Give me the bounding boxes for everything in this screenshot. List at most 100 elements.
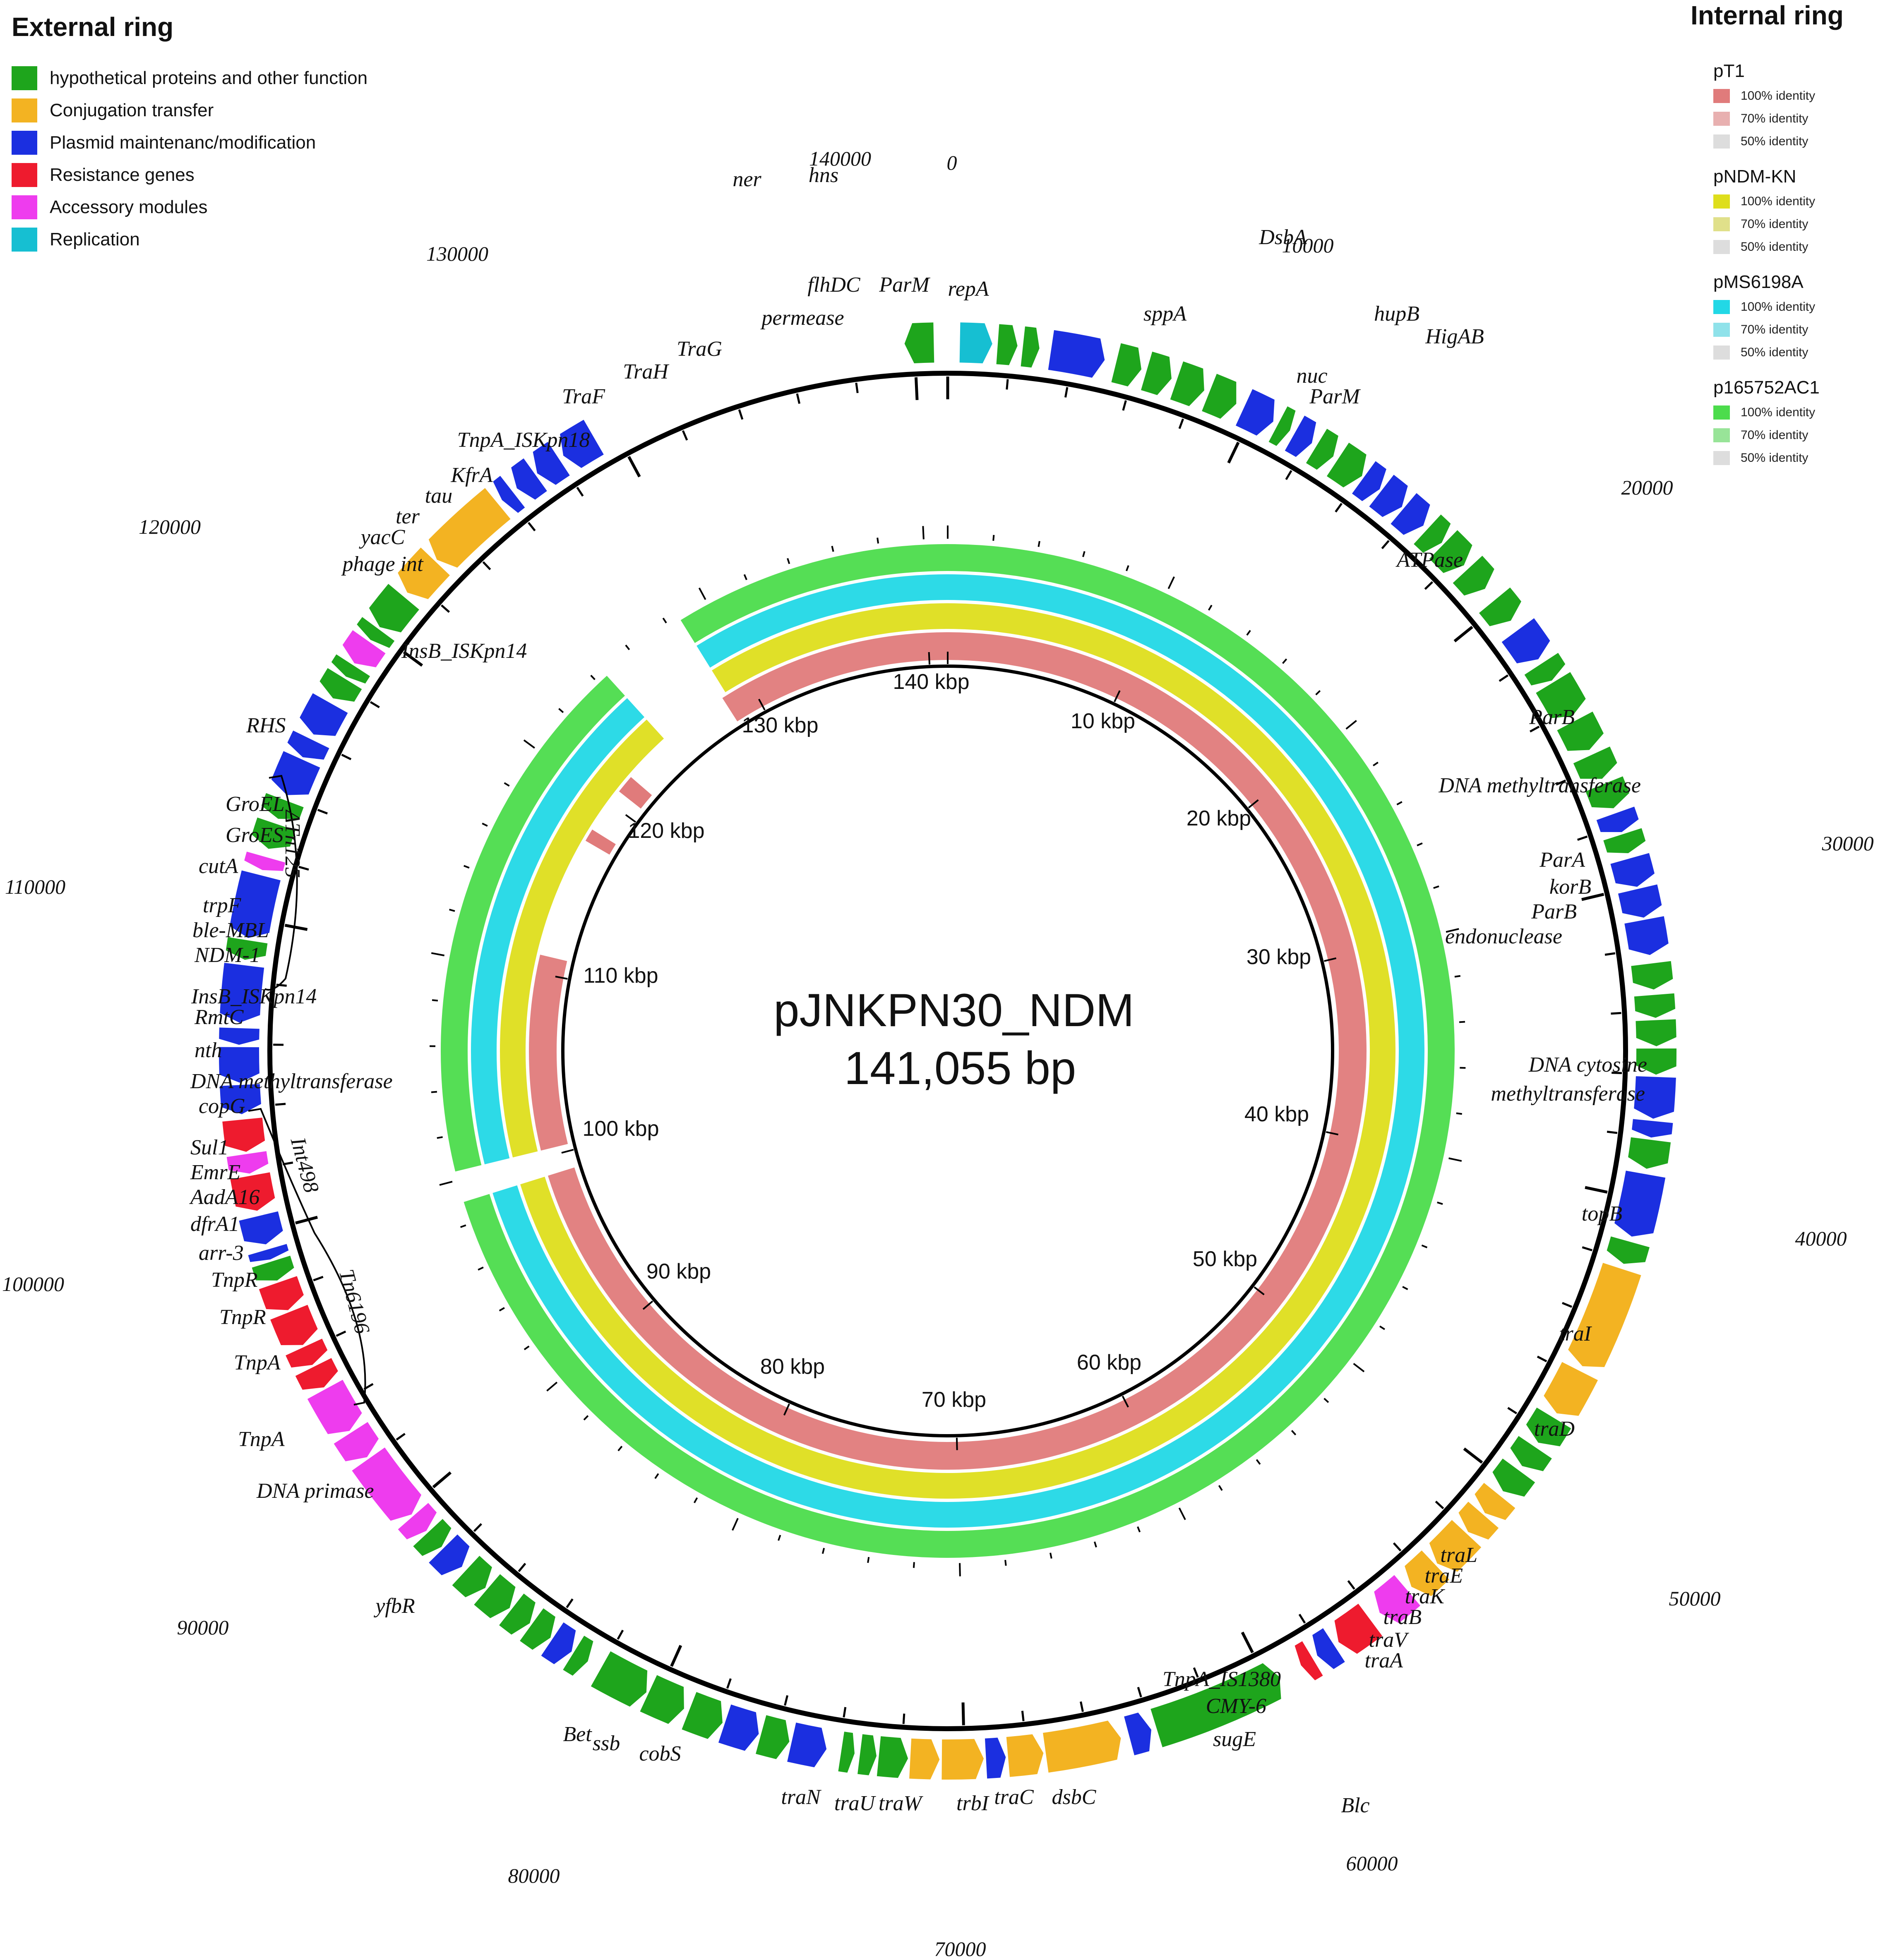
inner-tick (783, 1403, 790, 1416)
gene-arrow-maint (511, 458, 547, 500)
gene-label: TraH (623, 360, 669, 384)
gene-label: TnpA (234, 1351, 281, 1375)
backbone-tick (441, 604, 450, 613)
gene-arrow-maint (1285, 415, 1316, 457)
identity-fragment-pT1 (585, 829, 616, 855)
backbone-tick (1393, 1542, 1402, 1552)
gene-arrow-maint (560, 420, 604, 468)
backbone-tick (1435, 1500, 1444, 1509)
kbp-label: 50 kbp (1193, 1247, 1257, 1271)
position-label: 70000 (934, 1937, 986, 1960)
identity-tick (504, 782, 510, 787)
identity-tick (1396, 801, 1403, 806)
legend-swatch (1713, 322, 1730, 337)
inner-tick (561, 1149, 574, 1154)
identity-tick (1004, 1559, 1007, 1566)
gene-label: TnpA_ISKpn18 (457, 428, 590, 452)
position-label: 130000 (426, 242, 488, 265)
gene-arrow-maint (718, 1704, 759, 1751)
gene-label: traU (834, 1792, 877, 1815)
identity-tick (1345, 720, 1357, 730)
identity-tick (1373, 761, 1379, 767)
gene-arrow-maint (533, 441, 570, 485)
backbone-tick (1581, 892, 1604, 901)
gene-label: TnpA_IS1380 (1162, 1667, 1281, 1691)
legend-group-name: pMS6198A (1713, 272, 1804, 292)
position-label: 120000 (139, 515, 201, 538)
legend-group-name: p165752AC1 (1713, 377, 1820, 398)
gene-arrow-maint (1391, 493, 1430, 535)
backbone-tick (317, 808, 328, 815)
identity-ring-pT1 (529, 955, 568, 1151)
legend-label: 70% identity (1741, 217, 1809, 231)
identity-tick (1038, 541, 1040, 547)
backbone-tick (336, 1330, 346, 1337)
backbone-tick (275, 1103, 286, 1106)
backbone-tick (1499, 674, 1509, 682)
gene-arrow-maint (1369, 475, 1408, 517)
backbone-tick (1137, 1687, 1142, 1698)
gene-arrow-acc (334, 1422, 379, 1461)
backbone-tick (1227, 441, 1240, 464)
gene-arrow-hyp (1170, 361, 1204, 406)
gene-arrow-maint (1596, 806, 1639, 832)
backbone-tick (1241, 1631, 1254, 1653)
backbone-tick (1193, 1667, 1199, 1678)
backbone-tick (1335, 503, 1343, 513)
kbp-label: 20 kbp (1186, 806, 1251, 830)
legend-label: 100% identity (1741, 194, 1816, 208)
position-label: 40000 (1795, 1227, 1847, 1250)
gene-label: RHS (246, 714, 286, 737)
gene-arrow-maint (1624, 916, 1669, 955)
gene-label: ATPase (1395, 548, 1463, 572)
legend-label: Conjugation transfer (50, 100, 214, 120)
gene-label: ParM (879, 273, 930, 297)
legend-label: 70% identity (1741, 111, 1809, 125)
gene-arrow-conj (1475, 1483, 1516, 1520)
gene-arrow-conj (942, 1739, 984, 1780)
gene-label: permease (760, 306, 844, 330)
gene-arrow-hyp (1628, 1137, 1671, 1169)
legend-item-conjugation: Conjugation transfer (12, 94, 367, 127)
gene-arrow-maint (219, 1047, 259, 1083)
identity-tick (1246, 630, 1251, 636)
kbp-label: 30 kbp (1247, 945, 1311, 969)
legend-row: 100% identity (1713, 401, 1879, 424)
gene-label: TraF (562, 385, 605, 408)
gene-label: GroES (226, 823, 283, 847)
gene-arrow-hyp (357, 617, 395, 648)
backbone-tick (1178, 418, 1184, 429)
identity-tick (867, 1557, 870, 1563)
inner-tick (1122, 1396, 1129, 1408)
gene-arrow-conj (1568, 1263, 1641, 1367)
gene-arrow-acc (244, 852, 286, 871)
gene-arrow-hyp (1636, 1019, 1676, 1046)
legend-row: 50% identity (1713, 235, 1879, 258)
gene-arrow-acc (1374, 1575, 1420, 1623)
backbone-tick (902, 1713, 905, 1724)
identity-tick (1291, 1430, 1297, 1436)
legend-label: 70% identity (1741, 322, 1809, 336)
position-label: 0 (947, 151, 957, 174)
gene-label: hns (809, 163, 838, 187)
inner-tick (642, 1300, 653, 1310)
gene-arrow-hyp (996, 324, 1018, 365)
identity-tick (693, 1497, 698, 1504)
legend-row: 100% identity (1713, 84, 1879, 107)
gene-label: traB (1383, 1605, 1422, 1629)
gene-arrow-hyp (1536, 672, 1586, 718)
gene-arrow-res (1295, 1641, 1323, 1681)
backbone-tick (784, 1695, 789, 1706)
gene-arrow-hyp (1631, 961, 1673, 990)
gene-arrow-conj (428, 488, 511, 568)
legend-label: 50% identity (1741, 134, 1809, 148)
legend-item-hypothetical: hypothetical proteins and other function (12, 62, 367, 94)
gene-label: arr-3 (199, 1241, 244, 1265)
kbp-label: 140 kbp (893, 670, 969, 694)
gene-arrow-maint (985, 1737, 1006, 1779)
gene-arrow-maint (1352, 461, 1386, 501)
gene-arrow-hyp (1492, 1459, 1535, 1497)
backbone-tick (1006, 379, 1009, 390)
gene-arrow-conj (1458, 1502, 1499, 1540)
identity-tick (439, 1180, 453, 1186)
